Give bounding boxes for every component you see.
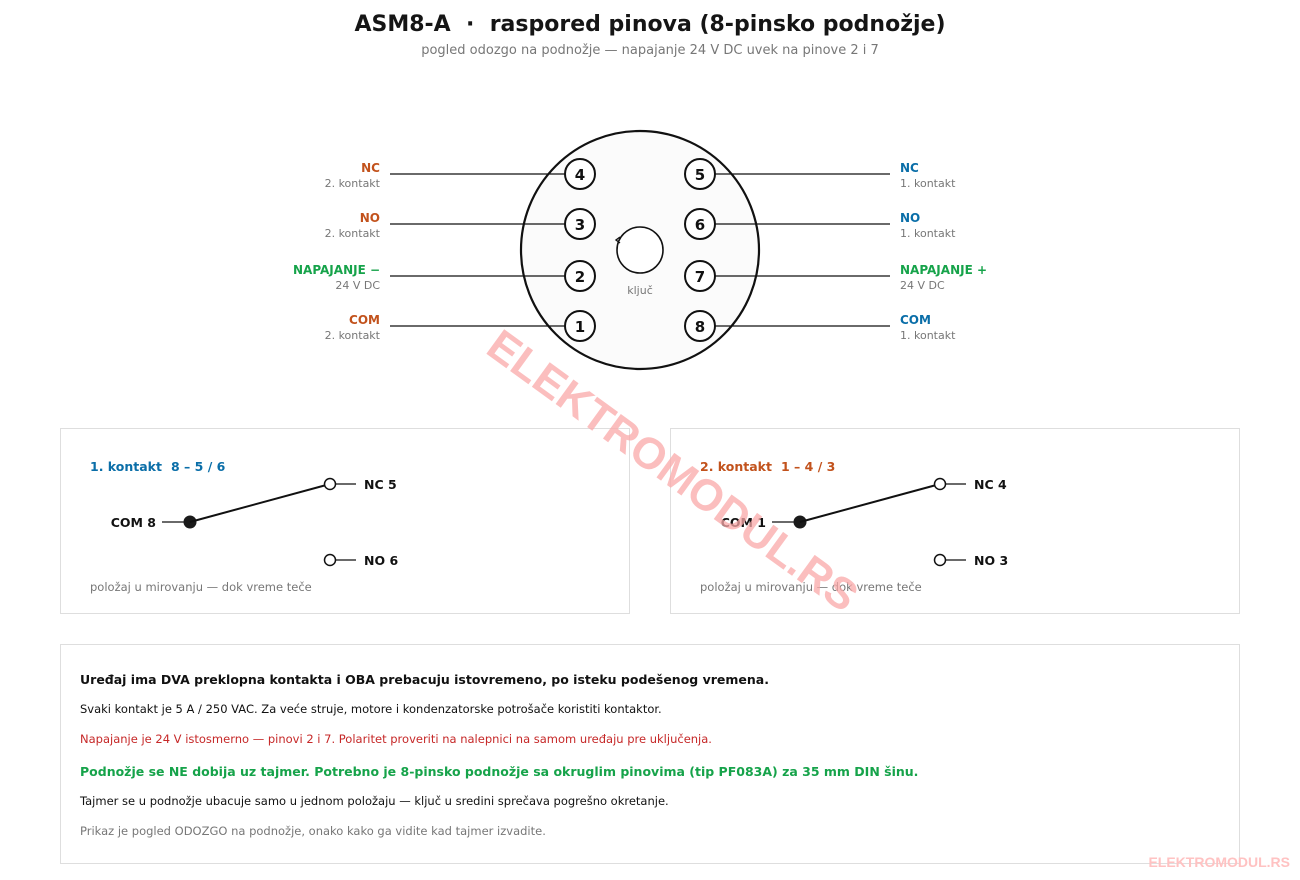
pin-sub-label: 1. kontakt — [900, 227, 956, 240]
contact-2-switch-blade — [799, 483, 941, 523]
contact-2-diagram: 2. kontakt 1 – 4 / 3 COM 1 NC 4 NO 3 pol… — [700, 459, 1008, 594]
pin-number: 7 — [695, 268, 705, 286]
pin-terminal — [684, 310, 716, 342]
contact-2-panel: 2. kontakt 1 – 4 / 3 COM 1 NC 4 NO 3 pol… — [670, 428, 1240, 614]
note-text: Tajmer se u podnožje ubacuje samo u jedn… — [80, 794, 669, 808]
key-notch — [614, 236, 621, 244]
page-subtitle: pogled odozgo na podnožje — napajanje 24… — [421, 43, 879, 58]
note-text: Prikaz je pogled ODOZGO na podnožje, ona… — [80, 824, 546, 838]
contact-1-com-label: COM 8 — [111, 515, 156, 530]
contact-2-com-label: COM 1 — [721, 515, 766, 530]
pin-terminal — [684, 260, 716, 292]
note-4: Podnožje se NE dobija uz tajmer. Potrebn… — [80, 764, 918, 779]
contact-1-nc-terminal — [323, 477, 337, 491]
contact-2-nc-terminal — [933, 477, 947, 491]
note-5: Tajmer se u podnožje ubacuje samo u jedn… — [80, 794, 669, 808]
pin-terminal — [564, 310, 596, 342]
contact-2-no-label: NO 3 — [974, 553, 1008, 568]
pin-function-label: NAPAJANJE − — [293, 263, 380, 277]
contact-1-panel: 1. kontakt 8 – 5 / 6 COM 8 NC 5 NO 6 pol… — [60, 428, 630, 614]
note-6: Prikaz je pogled ODOZGO na podnožje, ona… — [80, 824, 546, 838]
pin-terminal — [564, 208, 596, 240]
pin-function-label: COM — [900, 313, 931, 327]
key-circle — [616, 226, 664, 274]
pin-sub-label: 24 V DC — [335, 279, 380, 292]
note-text: Napajanje je 24 V istosmerno — pinovi 2 … — [80, 732, 712, 746]
pin-sub-label: 1. kontakt — [900, 177, 956, 190]
pin-number: 5 — [695, 166, 705, 184]
contact-1-diagram: 1. kontakt 8 – 5 / 6 COM 8 NC 5 NO 6 pol… — [90, 459, 398, 594]
contact-2-caption: položaj u mirovanju — dok vreme teče — [700, 580, 922, 594]
contact-1-pins: 8 – 5 / 6 — [171, 459, 226, 474]
pin-terminal — [564, 158, 596, 190]
contact-2-title: 2. kontakt — [700, 459, 772, 474]
contact-1-nc-label: NC 5 — [364, 477, 397, 492]
pin-number: 2 — [575, 268, 585, 286]
pin-number: 3 — [575, 216, 585, 234]
watermark-corner: ELEKTROMODUL.RS — [1148, 854, 1290, 870]
contact-1-caption: položaj u mirovanju — dok vreme teče — [90, 580, 312, 594]
pin-sub-label: 24 V DC — [900, 279, 945, 292]
pin-terminal — [684, 158, 716, 190]
pin-function-label: NO — [900, 211, 920, 225]
notes-panel: Uređaj ima DVA preklopna kontakta i OBA … — [60, 644, 1240, 864]
pin-terminal — [564, 260, 596, 292]
contact-1-title: 1. kontakt — [90, 459, 162, 474]
pin-number: 6 — [695, 216, 705, 234]
pin-function-label: COM — [349, 313, 380, 327]
pin-function-label: NC — [361, 161, 380, 175]
note-2: Svaki kontakt je 5 A / 250 VAC. Za veće … — [80, 702, 662, 716]
contact-2-no-terminal — [933, 553, 947, 567]
contact-1-no-terminal — [323, 553, 337, 567]
note-3: Napajanje je 24 V istosmerno — pinovi 2 … — [80, 732, 712, 746]
pin-number: 1 — [575, 318, 585, 336]
key-label: ključ — [627, 284, 653, 297]
pin-sub-label: 2. kontakt — [325, 177, 381, 190]
pin-number: 8 — [695, 318, 705, 336]
pin-sub-label: 2. kontakt — [325, 227, 381, 240]
contact-1-switch-blade — [189, 483, 331, 523]
pin-sub-label: 1. kontakt — [900, 329, 956, 342]
note-text: Svaki kontakt je 5 A / 250 VAC. Za veće … — [80, 702, 662, 716]
note-text: Uređaj ima DVA preklopna kontakta i OBA … — [80, 672, 769, 687]
page-title: ASM8-A · raspored pinova (8-pinsko podno… — [354, 12, 946, 37]
pin-function-label: NC — [900, 161, 919, 175]
note-1: Uređaj ima DVA preklopna kontakta i OBA … — [80, 672, 769, 687]
pin-terminal — [684, 208, 716, 240]
contact-1-no-label: NO 6 — [364, 553, 398, 568]
pin-sub-label: 2. kontakt — [325, 329, 381, 342]
pin-function-label: NAPAJANJE + — [900, 263, 987, 277]
pin-number: 4 — [575, 166, 585, 184]
note-text: Podnožje se NE dobija uz tajmer. Potrebn… — [80, 764, 919, 779]
pin-function-label: NO — [360, 211, 380, 225]
contact-2-pins: 1 – 4 / 3 — [781, 459, 835, 474]
contact-2-nc-label: NC 4 — [974, 477, 1007, 492]
